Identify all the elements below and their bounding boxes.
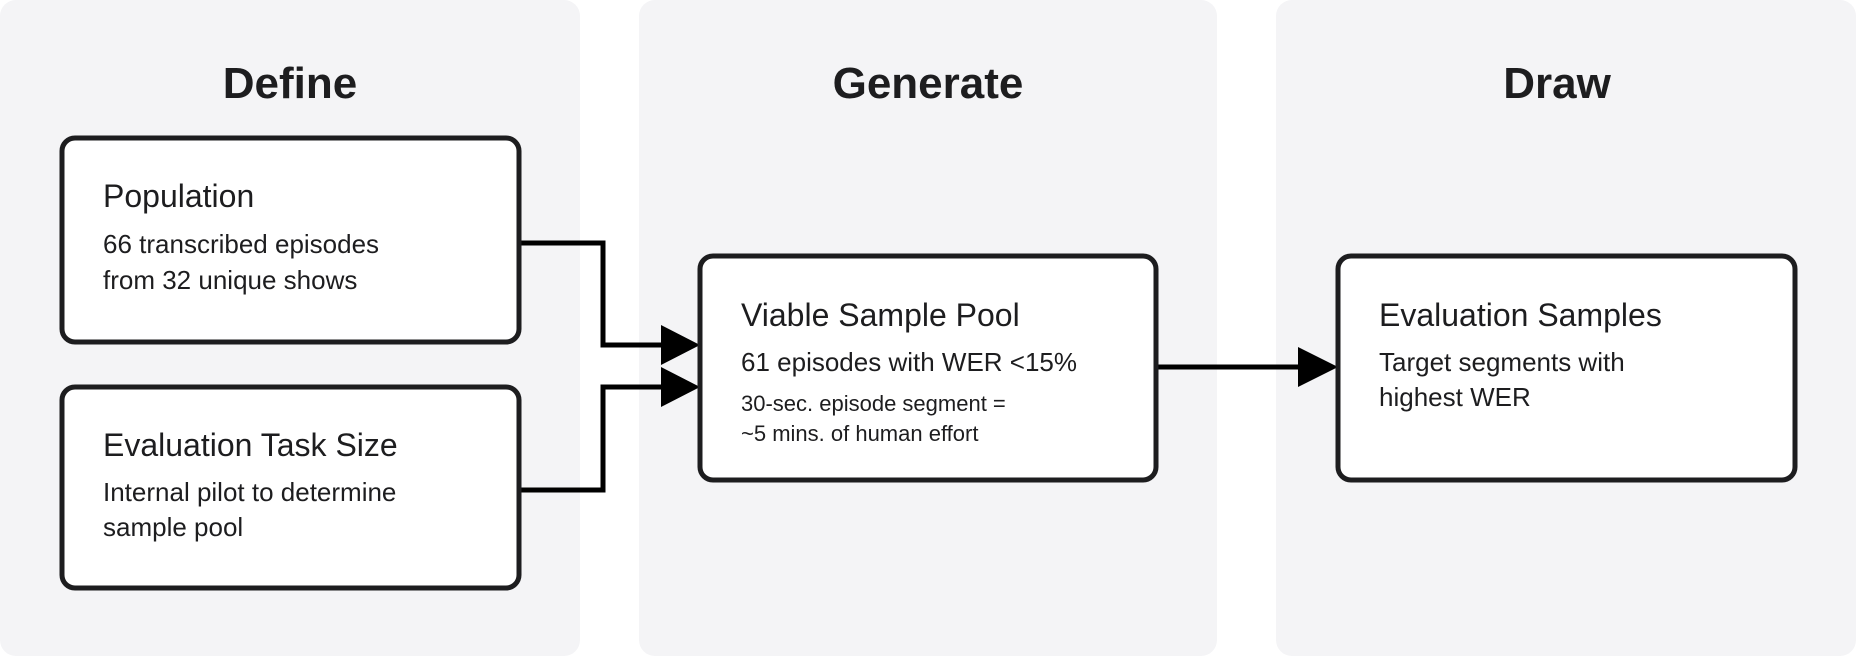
box-text: 61 episodes with WER <15% <box>741 347 1077 377</box>
box-text: sample pool <box>103 512 243 542</box>
column-title-generate: Generate <box>833 59 1024 108</box>
box-note: ~5 mins. of human effort <box>741 421 978 446</box>
box-frame <box>697 253 1159 483</box>
box-title: Viable Sample Pool <box>741 297 1020 333</box>
box-note: 30-sec. episode segment = <box>741 391 1006 416</box>
arrowhead-icon <box>661 325 700 365</box>
box-task-size: Evaluation Task Size Internal pilot to d… <box>59 384 522 591</box>
box-population: Population 66 transcribed episodes from … <box>59 135 522 345</box>
box-title: Evaluation Task Size <box>103 427 398 463</box>
box-text: Target segments with <box>1379 347 1625 377</box>
box-text: Internal pilot to determine <box>103 477 396 507</box>
box-title: Population <box>103 178 254 214</box>
connector-task-size-to-pool <box>519 384 665 493</box>
box-title: Evaluation Samples <box>1379 297 1662 333</box>
box-text: 66 transcribed episodes <box>103 229 379 259</box>
box-viable-pool: Viable Sample Pool 61 episodes with WER … <box>697 253 1159 483</box>
box-frame <box>1335 253 1798 483</box>
connector-population-to-pool <box>519 240 665 348</box>
box-frame <box>59 135 522 345</box>
arrowhead-icon <box>661 367 700 407</box>
box-text: highest WER <box>1379 382 1531 412</box>
column-title-draw: Draw <box>1503 59 1611 108</box>
box-frame <box>59 384 522 591</box>
column-title-define: Define <box>223 59 357 108</box>
box-text: from 32 unique shows <box>103 265 357 295</box>
box-eval-samples: Evaluation Samples Target segments with … <box>1335 253 1798 483</box>
arrowhead-icon <box>1298 347 1338 387</box>
